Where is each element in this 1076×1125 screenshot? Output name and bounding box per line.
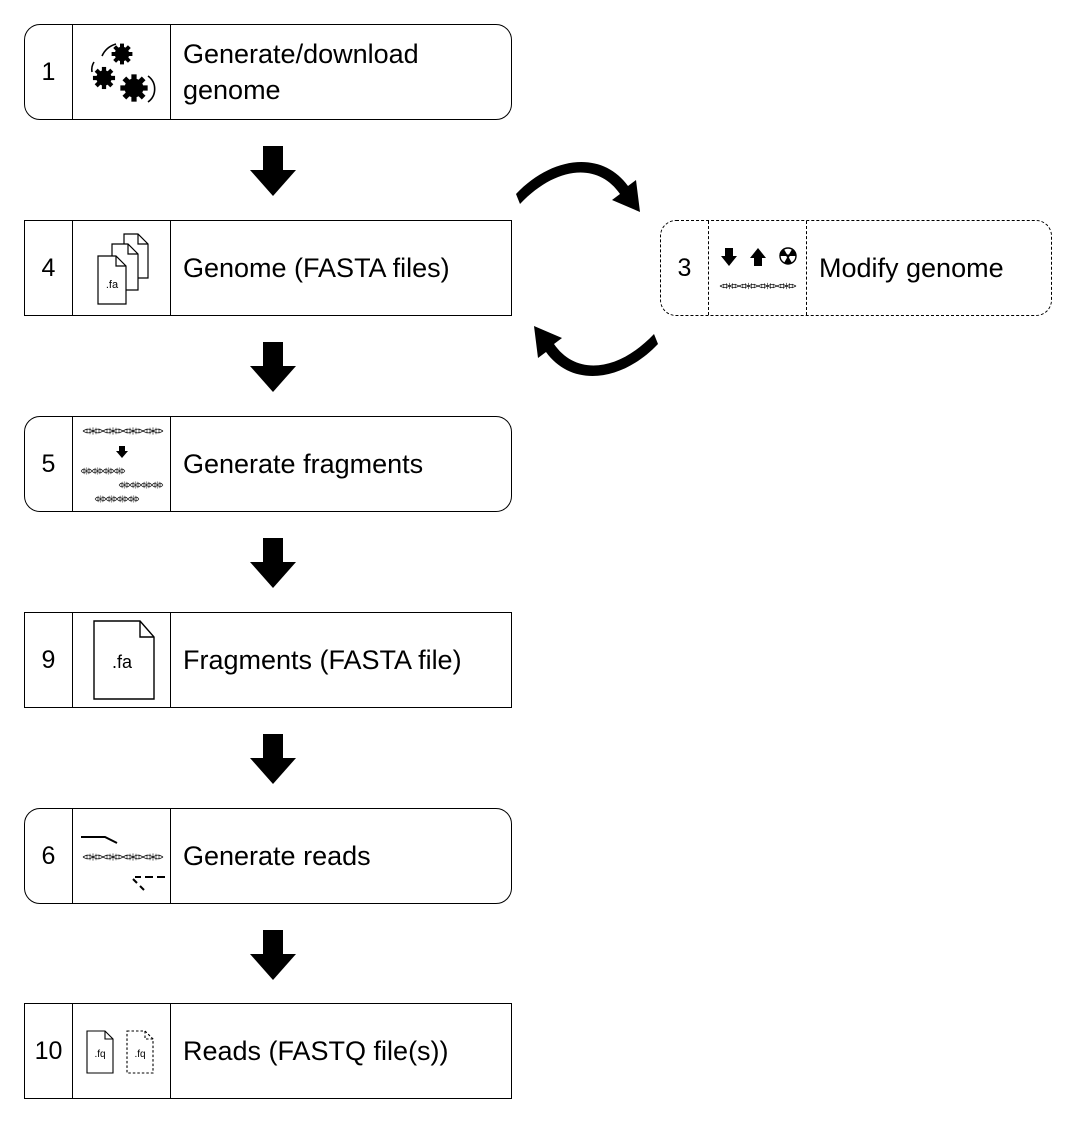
down-arrow-icon — [250, 146, 296, 196]
down-arrow-icon — [250, 538, 296, 588]
step-reads-fastq-files: 10 .fq .fq Reads (FASTQ file(s)) — [24, 1003, 512, 1099]
step-label: Generate/download genome — [183, 38, 419, 105]
step-number: 1 — [25, 25, 73, 119]
step-fragments-fasta-file: 9 .fa Fragments (FASTA file) — [24, 612, 512, 708]
step-label: Modify genome — [819, 252, 1004, 283]
step-genome-fasta-files: 4 .fa Genome (FASTA files) — [24, 220, 512, 316]
down-arrow-icon — [250, 734, 296, 784]
step-number: 3 — [661, 221, 709, 315]
step-modify-genome: 3 Modify genome — [660, 220, 1052, 316]
down-arrow-icon — [250, 930, 296, 980]
step-number: 6 — [25, 809, 73, 903]
fasta-file-icon: .fa — [92, 620, 155, 700]
step-number: 4 — [25, 221, 73, 315]
step-label: Reads (FASTQ file(s)) — [183, 1035, 449, 1066]
down-arrow-icon — [250, 342, 296, 392]
step-label: Genome (FASTA files) — [183, 252, 450, 283]
step-label: Generate fragments — [183, 448, 424, 479]
step-label: Generate reads — [183, 840, 371, 871]
step-number: 9 — [25, 613, 73, 707]
step-generate-fragments: 5 Generate fragments — [24, 416, 512, 512]
dna-fragmentation-icon — [80, 426, 163, 503]
file-extension-label: .fq — [94, 1049, 105, 1060]
step-label: Fragments (FASTA file) — [183, 644, 462, 675]
curved-arrow-left-icon — [534, 326, 658, 376]
step-number: 5 — [25, 417, 73, 511]
dna-reads-icon — [80, 836, 165, 891]
step-number: 10 — [25, 1004, 73, 1098]
file-extension-label: .fa — [105, 279, 118, 291]
fastq-files-icon: .fq .fq — [85, 1030, 154, 1074]
gears-icon — [90, 43, 155, 103]
step-generate-reads: 6 Generate reads — [24, 808, 512, 904]
file-extension-label: .fa — [111, 652, 132, 672]
curved-arrow-right-icon — [516, 162, 640, 212]
fasta-files-icon: .fa — [96, 233, 149, 305]
mutation-icon — [719, 247, 797, 290]
step-generate-genome: 1 Generate/download genome — [24, 24, 512, 120]
file-extension-label: .fq — [134, 1049, 145, 1060]
